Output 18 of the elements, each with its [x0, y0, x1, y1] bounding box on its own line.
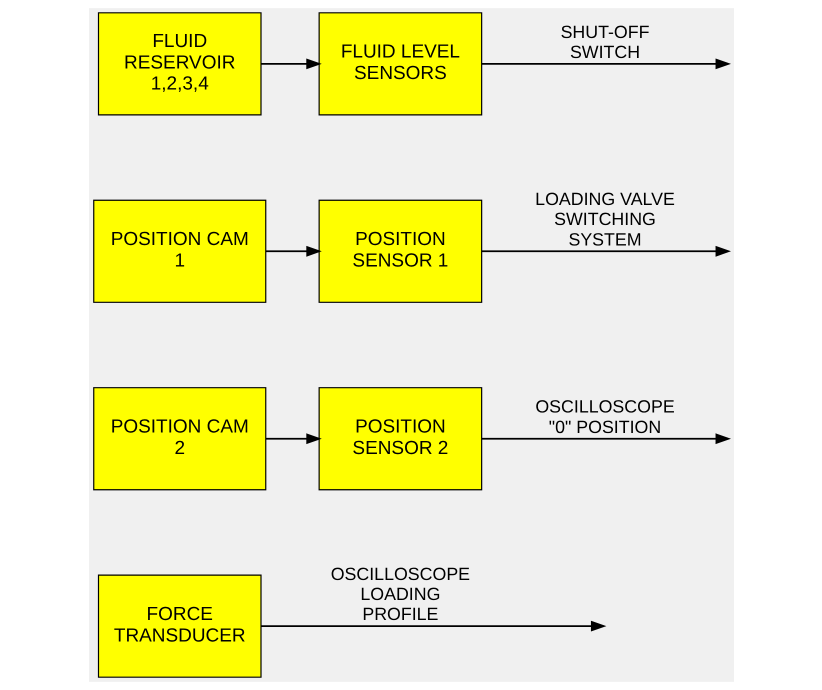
edge-label: OSCILLOSCOPE LOADING PROFILE	[330, 564, 470, 624]
node-box: POSITION CAM 2	[92, 387, 266, 490]
node-box: FORCE TRANSDUCER	[97, 574, 262, 678]
edge-label: LOADING VALVE SWITCHING SYSTEM	[534, 189, 674, 250]
node-box: POSITION SENSOR 2	[318, 387, 482, 490]
arrow	[265, 246, 322, 257]
arrow	[481, 58, 730, 70]
node-box: FLUID RESERVOIR 1,2,3,4	[97, 12, 262, 116]
edge-label: SHUT-OFF SWITCH	[560, 22, 649, 62]
node-box: FLUID LEVEL SENSORS	[318, 12, 482, 116]
edge-label: OSCILLOSCOPE "0" POSITION	[534, 396, 674, 437]
arrow	[481, 433, 730, 444]
arrow	[260, 58, 322, 70]
node-box: POSITION CAM 1	[92, 200, 266, 303]
arrow	[260, 620, 606, 632]
arrow	[265, 433, 322, 444]
arrow	[481, 246, 730, 257]
node-box: POSITION SENSOR 1	[318, 200, 482, 303]
